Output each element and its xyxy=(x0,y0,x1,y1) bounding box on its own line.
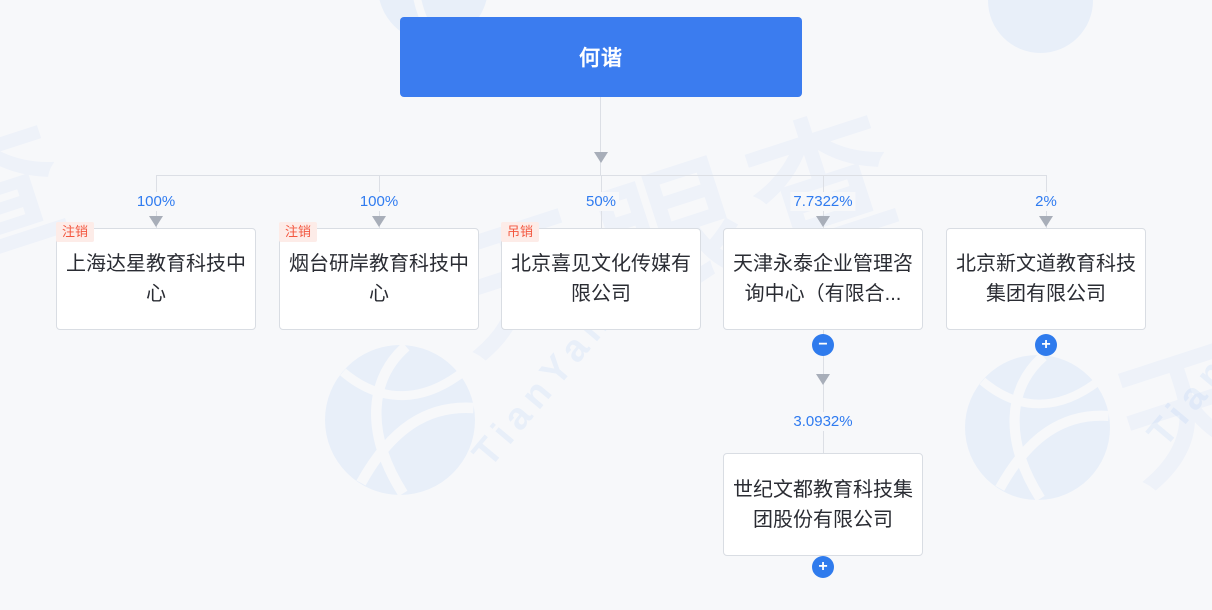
company-node[interactable]: 注销 上海达星教育科技中心 xyxy=(56,222,256,330)
company-name: 北京喜见文化传媒有限公司 xyxy=(511,253,691,305)
arrow-down-icon xyxy=(594,152,608,163)
connector-line xyxy=(600,97,601,175)
root-node-label: 何谐 xyxy=(579,47,623,70)
watermark-swirl-logo xyxy=(988,0,1093,53)
company-node[interactable]: 世纪文都教育科技集团股份有限公司 xyxy=(723,453,923,556)
shareholding-percent-label: 7.7322% xyxy=(790,192,856,211)
root-node-person[interactable]: 何谐 xyxy=(400,17,802,97)
arrow-down-icon xyxy=(816,374,830,385)
shareholding-percent-label: 50% xyxy=(582,192,620,211)
plus-icon: + xyxy=(1041,335,1051,353)
company-node[interactable]: 北京新文道教育科技集团有限公司 xyxy=(946,228,1146,330)
expand-button[interactable]: + xyxy=(812,556,834,578)
expand-button[interactable]: + xyxy=(1035,334,1057,356)
arrow-down-icon xyxy=(149,216,163,227)
shareholding-percent-label: 3.0932% xyxy=(790,412,856,431)
company-node[interactable]: 吊销 北京喜见文化传媒有限公司 xyxy=(501,222,701,330)
company-node[interactable]: 天津永泰企业管理咨询中心（有限合... xyxy=(723,228,923,330)
watermark-cjk-center: 天眼查 xyxy=(420,52,933,391)
arrow-down-icon xyxy=(372,216,386,227)
collapse-button[interactable]: − xyxy=(812,334,834,356)
company-name: 天津永泰企业管理咨询中心（有限合... xyxy=(733,253,913,305)
plus-icon: + xyxy=(818,557,828,575)
company-node[interactable]: 注销 烟台研岸教育科技中心 xyxy=(279,222,479,330)
watermark-swirl-logo xyxy=(325,345,475,495)
status-badge: 吊销 xyxy=(501,222,540,242)
shareholding-percent-label: 100% xyxy=(133,192,179,211)
shareholding-percent-label: 100% xyxy=(356,192,402,211)
company-name: 北京新文道教育科技集团有限公司 xyxy=(956,253,1136,305)
status-badge: 注销 xyxy=(279,222,318,242)
company-name: 世纪文都教育科技集团股份有限公司 xyxy=(733,478,913,531)
arrow-down-icon xyxy=(1039,216,1053,227)
minus-icon: − xyxy=(818,335,828,353)
watermark-swirl-logo xyxy=(965,355,1110,500)
watermark-latin-right: TianYanCha xyxy=(1139,207,1212,455)
connector-line xyxy=(823,330,824,453)
company-name: 烟台研岸教育科技中心 xyxy=(289,253,469,305)
shareholding-percent-label: 2% xyxy=(1032,192,1060,211)
status-badge: 注销 xyxy=(56,222,95,242)
company-name: 上海达星教育科技中心 xyxy=(66,253,246,305)
arrow-down-icon xyxy=(816,216,830,227)
